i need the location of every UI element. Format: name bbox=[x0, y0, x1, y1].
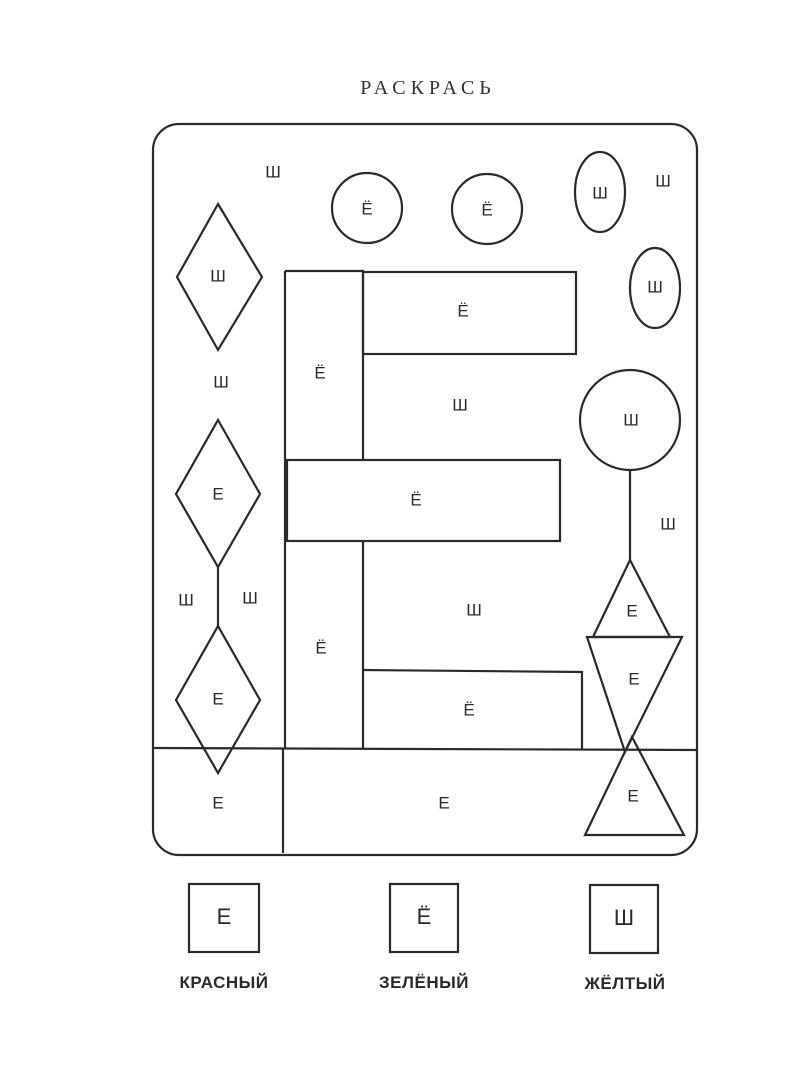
region-letter: Ё bbox=[481, 200, 492, 219]
circle-shape[interactable] bbox=[330, 171, 404, 245]
legend-label: КРАСНЫЙ bbox=[180, 973, 269, 992]
legend-red: Е КРАСНЫЙ bbox=[180, 882, 269, 992]
region-letter: Ш bbox=[647, 277, 663, 296]
region-letter: Ш bbox=[265, 162, 281, 181]
legend-label: ЖЁЛТЫЙ bbox=[584, 974, 666, 993]
triangle-up-shape[interactable] bbox=[591, 557, 672, 639]
legend-letter: Ё bbox=[417, 904, 432, 929]
region-letter: Ш bbox=[452, 395, 468, 414]
region-letter: Ё bbox=[463, 700, 474, 719]
region-letter: Ё bbox=[410, 490, 421, 509]
legend-letter: Е bbox=[217, 904, 232, 929]
region-letter: Ш bbox=[213, 372, 229, 391]
region-letter: Е bbox=[212, 793, 223, 812]
region-letter: Е bbox=[627, 786, 638, 805]
legend-yellow: Ш ЖЁЛТЫЙ bbox=[584, 883, 666, 993]
region-letter: Ш bbox=[242, 588, 258, 607]
region-letter: Е bbox=[628, 669, 639, 688]
bottom-strip-divider bbox=[152, 746, 698, 752]
page-title: РАСКРАСЬ bbox=[360, 77, 496, 99]
letter-e-shape[interactable] bbox=[283, 269, 584, 750]
region-letter: Ш bbox=[655, 171, 671, 190]
triangle-down-shape[interactable] bbox=[585, 635, 684, 755]
region-letter: Ш bbox=[592, 183, 608, 202]
region-letter: Ё bbox=[314, 363, 325, 382]
region-letter: Ш bbox=[660, 514, 676, 533]
ellipse-shape[interactable] bbox=[628, 246, 682, 330]
picture-frame bbox=[151, 122, 699, 857]
legend-letter: Ш bbox=[614, 905, 634, 930]
region-letter: Ш bbox=[466, 600, 482, 619]
legend-label: ЗЕЛЁНЫЙ bbox=[379, 973, 469, 992]
region-letter: Ё bbox=[361, 199, 372, 218]
region-letter: Ё bbox=[315, 638, 326, 657]
region-letter: Е bbox=[212, 484, 223, 503]
triangle-up-shape[interactable] bbox=[583, 734, 686, 837]
legend-green: Ё ЗЕЛЁНЫЙ bbox=[379, 882, 469, 992]
region-letter: Е bbox=[626, 601, 637, 620]
diamond-shape[interactable] bbox=[174, 623, 262, 776]
region-letter: Ш bbox=[623, 410, 639, 429]
circle-shape[interactable] bbox=[450, 172, 524, 246]
ellipse-shape[interactable] bbox=[573, 150, 627, 234]
region-letter: Ш bbox=[210, 266, 226, 285]
region-letter: Е bbox=[438, 793, 449, 812]
region-letter: Ё bbox=[457, 301, 468, 320]
region-letter: Е bbox=[212, 689, 223, 708]
diamond-shape[interactable] bbox=[175, 201, 264, 353]
region-letter: Ш bbox=[178, 590, 194, 609]
